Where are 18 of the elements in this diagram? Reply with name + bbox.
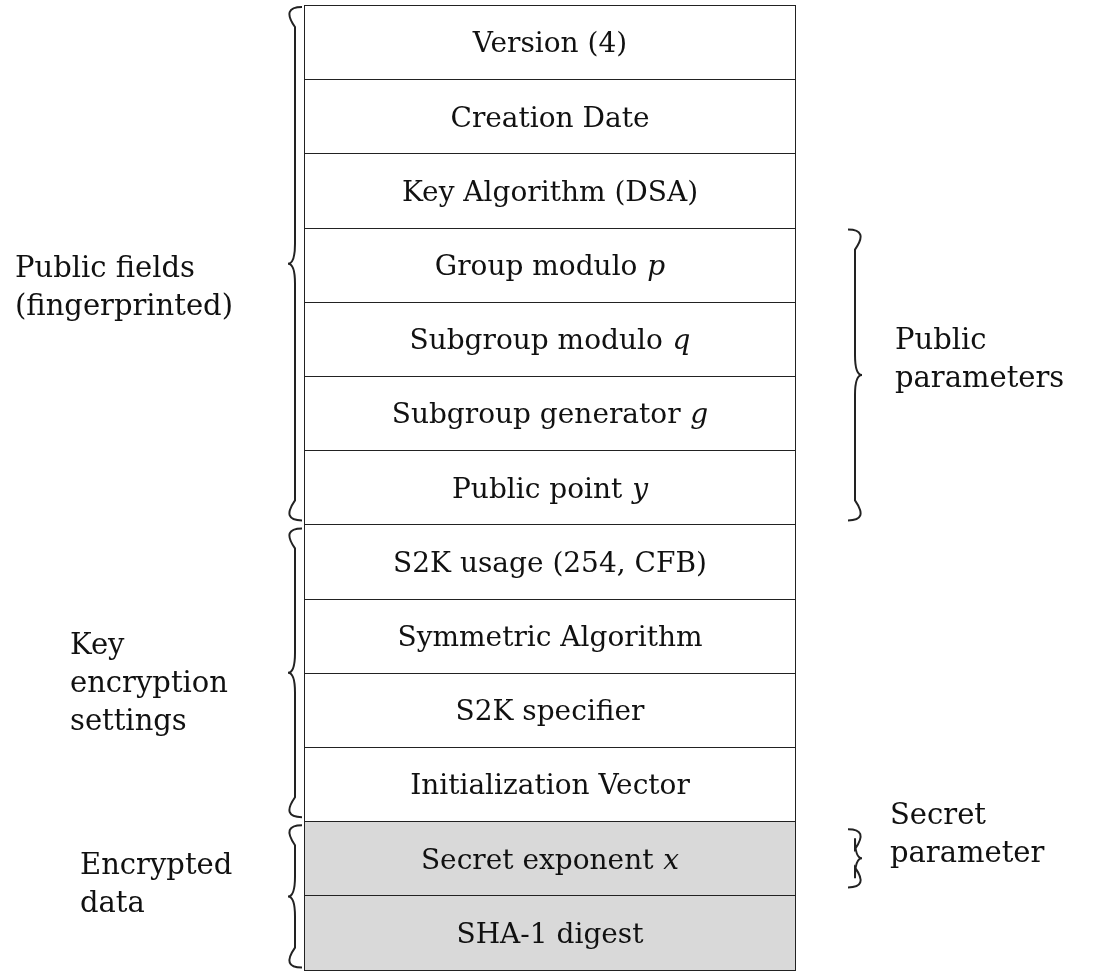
brace-label: Key encryption settings	[70, 626, 229, 739]
packet-field: Creation Date	[304, 79, 796, 155]
packet-field: Initialization Vector	[304, 747, 796, 823]
packet-field: Public point y	[304, 450, 796, 526]
brace-label: Public fields (fingerprinted)	[15, 249, 234, 324]
brace-label: Encrypted data	[80, 846, 234, 921]
packet-field: S2K specifier	[304, 672, 796, 749]
packet-field: Key Algorithm (DSA)	[304, 153, 796, 230]
packet-field: SHA-1 digest	[304, 895, 796, 972]
packet-field: Version (4)	[304, 5, 796, 81]
packet-field: S2K usage (254, CFB)	[304, 524, 796, 601]
packet-field: Group modulo p	[304, 227, 796, 304]
brace-label: Secret parameter	[890, 796, 1046, 871]
packet-field: Secret exponent x	[304, 821, 796, 897]
packet-field: Subgroup modulo q	[304, 301, 796, 378]
brace-label: Public parameters	[895, 321, 1066, 396]
packet-field: Symmetric Algorithm	[304, 598, 796, 675]
packet-field: Subgroup generator g	[304, 376, 796, 452]
